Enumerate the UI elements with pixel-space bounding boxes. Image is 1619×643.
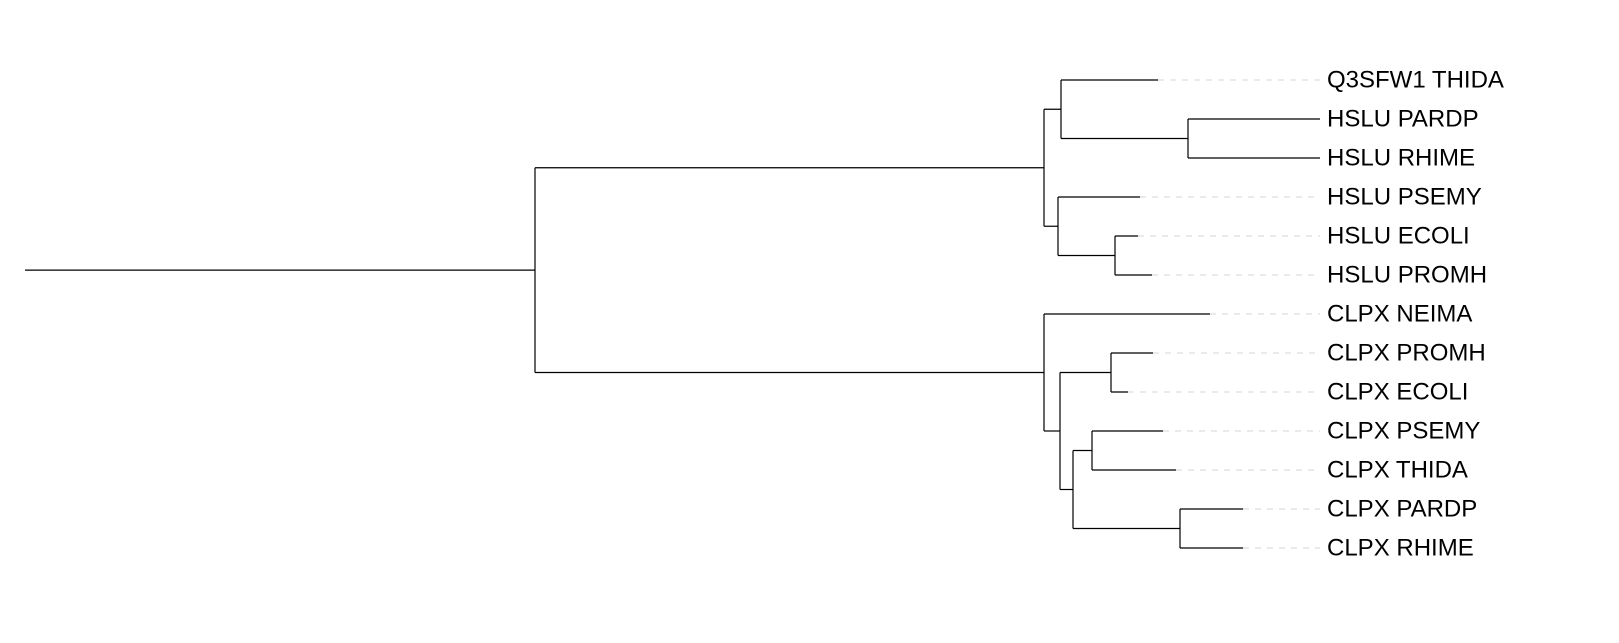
leaf-label-hslu-ecoli: HSLU ECOLI <box>1327 223 1470 250</box>
leaf-labels: Q3SFW1 THIDA HSLU PARDP HSLU RHIME HSLU … <box>1327 67 1504 562</box>
leaf-label-hslu-psemy: HSLU PSEMY <box>1327 184 1482 211</box>
leaf-label-clpx-neima: CLPX NEIMA <box>1327 301 1472 328</box>
leaf-label-clpx-rhime: CLPX RHIME <box>1327 535 1474 562</box>
leaf-label-q3sfw1-thida: Q3SFW1 THIDA <box>1327 67 1504 94</box>
leaf-label-hslu-promh: HSLU PROMH <box>1327 262 1487 289</box>
leaf-label-hslu-pardp: HSLU PARDP <box>1327 106 1479 133</box>
leaf-label-clpx-ecoli: CLPX ECOLI <box>1327 379 1468 406</box>
tree-branches <box>25 79 1320 549</box>
leaf-label-hslu-rhime: HSLU RHIME <box>1327 145 1475 172</box>
leaf-guide-lines <box>1128 79 1320 549</box>
leaf-label-clpx-thida: CLPX THIDA <box>1327 457 1468 484</box>
leaf-label-clpx-psemy: CLPX PSEMY <box>1327 418 1480 445</box>
leaf-label-clpx-promh: CLPX PROMH <box>1327 340 1486 367</box>
leaf-label-clpx-pardp: CLPX PARDP <box>1327 496 1477 523</box>
